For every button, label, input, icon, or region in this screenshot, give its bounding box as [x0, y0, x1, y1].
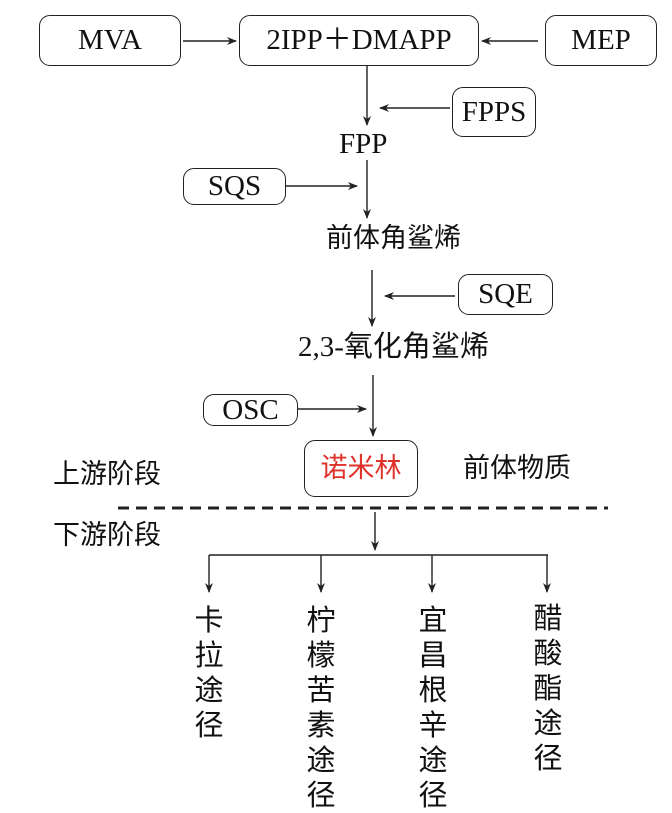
branch-ichangensin-pathway: 宜昌根辛途径: [416, 603, 450, 813]
branch-label-char: 径: [194, 708, 224, 742]
mep-label: MEP: [571, 24, 631, 56]
presqualene-label: 前体角鲨烯: [326, 223, 461, 254]
branch-label-char: 途: [533, 706, 563, 740]
branch-label-char: 辛: [418, 708, 448, 742]
branch-label-char: 卡: [194, 603, 224, 637]
branch-label-char: 素: [306, 708, 336, 742]
branch-label-char: 径: [533, 741, 563, 775]
branch-label-char: 途: [418, 743, 448, 777]
oxidosqualene-label: 2,3-氧化角鲨烯: [298, 333, 489, 362]
branch-label-char: 根: [418, 673, 448, 707]
branch-label-char: 拉: [194, 638, 224, 672]
precursor-annotation: 前体物质: [463, 453, 571, 484]
branch-limonin-pathway: 柠檬苦素途径: [304, 603, 338, 813]
sqe-enzyme-box: SQE: [458, 274, 553, 315]
branch-label-char: 醋: [533, 601, 563, 635]
mva-label: MVA: [78, 24, 142, 56]
downstream-stage-label: 下游阶段: [53, 520, 161, 551]
branch-label-char: 酯: [533, 671, 563, 705]
fpps-enzyme-box: FPPS: [452, 87, 536, 137]
limonoid-biosynthesis-diagram: MVA 2IPP＋DMAPP MEP FPPS FPP SQS 前体角鲨烯 SQ…: [39, 15, 657, 812]
precursor-pool-box: 2IPP＋DMAPP: [239, 15, 479, 66]
nomilin-product-box: 诺米林: [304, 440, 418, 497]
branch-label-char: 柠: [306, 603, 336, 637]
nomilin-label: 诺米林: [320, 453, 402, 484]
precursor-pool-label: 2IPP＋DMAPP: [266, 24, 452, 56]
branch-label-char: 宜: [418, 603, 448, 637]
mep-box: MEP: [545, 15, 657, 66]
upstream-stage-label: 上游阶段: [53, 459, 161, 490]
fpps-label: FPPS: [461, 95, 527, 128]
branch-label-char: 檬: [306, 638, 336, 672]
sqs-label: SQS: [207, 170, 262, 202]
osc-enzyme-box: OSC: [203, 394, 298, 426]
connector-layer: [118, 37, 608, 593]
branch-label-char: 酸: [533, 636, 563, 670]
oxidosqualene-text: 2,3-氧化角鲨烯: [298, 331, 489, 363]
branch-label-char: 昌: [418, 638, 448, 672]
mva-box: MVA: [39, 15, 181, 66]
fpp-label: FPP: [339, 128, 388, 160]
branch-karatoon-pathway: 卡拉途径: [192, 603, 226, 743]
branch-label-char: 途: [306, 743, 336, 777]
osc-label: OSC: [222, 393, 279, 426]
sqs-enzyme-box: SQS: [183, 168, 286, 205]
branch-acetate-pathway: 醋酸酯途径: [531, 601, 565, 776]
branch-label-char: 苦: [306, 673, 336, 707]
sqe-label: SQE: [478, 278, 533, 310]
branch-label-char: 途: [194, 673, 224, 707]
